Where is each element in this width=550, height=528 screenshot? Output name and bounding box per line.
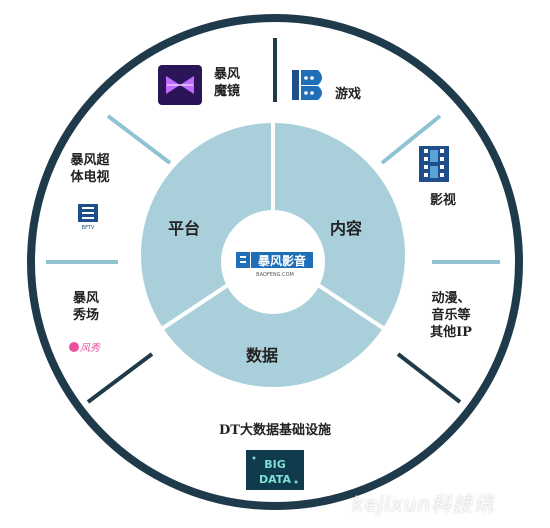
showroom-label-line1: 暴风 [72,291,99,306]
divider-lower-right [396,352,462,404]
tv-series-label: 影视 [430,193,457,208]
film-strip-icon [419,146,449,182]
watermark: kejixun科技讯 [352,492,495,516]
segment-content-label: 内容 [330,219,363,238]
segment-platform-label: 平台 [168,219,201,238]
bigdata-badge-line1: BIG [264,458,286,471]
segment-data-label: 数据 [246,346,279,365]
games-logo-icon [292,70,322,100]
anime-label-line3: 其他IP [430,325,472,340]
showroom-label: 暴风 秀场 [66,290,106,324]
anime-label-line1: 动漫、 [431,291,471,306]
mojing-logo-icon [158,65,202,105]
divider-upper-left [106,114,172,165]
center-logo: 暴风影音 BAOFENG.COM [236,252,313,278]
mojing-label-line2: 魔镜 [213,84,240,99]
supertv-label: 暴风超 体电视 [62,152,118,186]
anime-music-ip-label: 动漫、 音乐等 其他IP [424,290,478,341]
anime-label-line2: 音乐等 [431,308,471,323]
outer-dividers [46,38,500,404]
supertv-label-line2: 体电视 [70,170,110,185]
divider-upper-right [380,114,442,165]
bigdata-badge-icon: BIG DATA [246,450,304,490]
supertv-label-line1: 暴风超 [70,153,110,168]
showroom-logo-text: 风秀 [80,342,101,354]
mojing-label-line1: 暴风 [213,67,240,82]
divider-lower-left [86,352,154,404]
bigdata-badge-line2: DATA [259,473,291,486]
showroom-label-line2: 秀场 [72,308,99,323]
supertv-logo-icon: BFTV [78,204,98,231]
bigdata-label: DT大数据基础设施 [219,423,331,438]
mojing-label: 暴风 魔镜 [210,66,244,100]
games-label: 游戏 [335,87,362,102]
showroom-logo-icon: 风秀 [69,342,101,354]
center-logo-caption: BAOFENG.COM [256,272,294,278]
center-logo-text: 暴风影音 [257,253,306,268]
supertv-logo-text: BFTV [82,225,95,231]
